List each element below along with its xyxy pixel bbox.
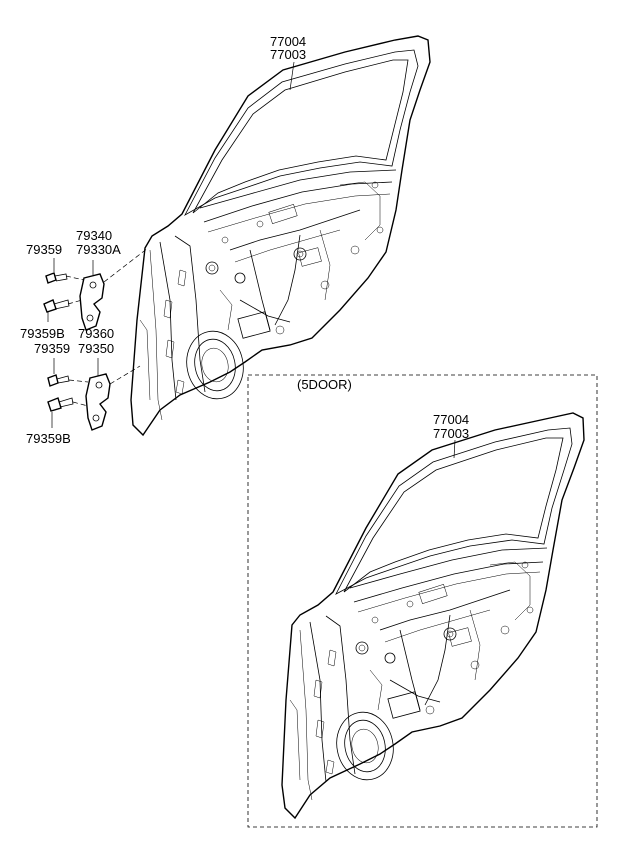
upper-bolt-top <box>45 272 68 284</box>
upper-door-part-number-1: 77004 <box>270 34 306 49</box>
lower-bolt-bottom <box>47 397 74 412</box>
upper-door-outer-panel <box>130 35 431 437</box>
lower-hinge-part-2: 79350 <box>78 341 114 356</box>
upper-bolt-bottom-label: 79359B <box>20 326 65 341</box>
upper-hinge-part-1: 79340 <box>76 228 112 243</box>
lower-bolt-bottom-label: 79359B <box>26 431 71 446</box>
lower-hinge-part-1: 79360 <box>78 326 114 341</box>
variant-label: (5DOOR) <box>297 377 352 392</box>
lower-bolt-top-label: 79359 <box>34 341 70 356</box>
upper-hinge <box>79 273 105 331</box>
upper-door-part-number-2: 77003 <box>270 47 306 62</box>
variant-dashed-box <box>247 374 598 828</box>
lower-bolt-top <box>47 374 70 387</box>
variant-door-part-number-1: 77004 <box>433 412 469 427</box>
variant-door-part-number-2: 77003 <box>433 426 469 441</box>
upper-door-leader <box>289 61 295 91</box>
upper-bolt-top-label: 79359 <box>26 242 62 257</box>
lower-hinge <box>85 373 111 431</box>
upper-hinge-part-2: 79330A <box>76 242 121 257</box>
upper-door-assembly <box>130 35 431 437</box>
variant-door-assembly <box>281 412 585 820</box>
variant-door-leader <box>453 439 456 459</box>
upper-bolt-bottom <box>43 299 70 313</box>
hinge-assemblies <box>43 247 149 431</box>
upper-door-window-frame <box>184 49 419 217</box>
variant-door-outer-panel <box>281 412 585 820</box>
